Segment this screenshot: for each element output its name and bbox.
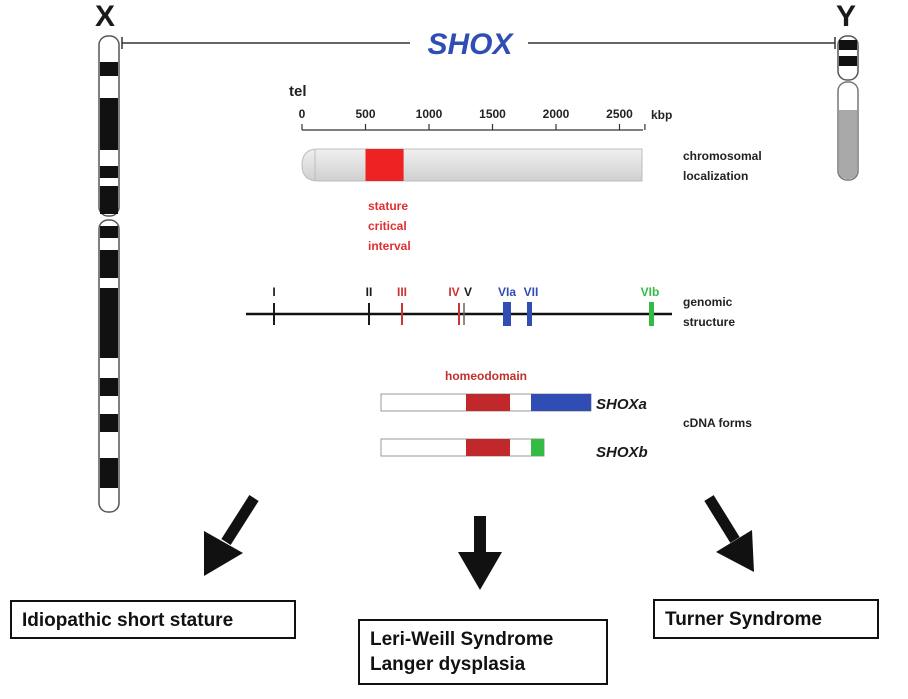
exon-iv: IV [448,285,460,325]
arrow-center [458,516,502,590]
exon-label-ii: II [366,285,373,299]
shoxb-tail [531,439,544,456]
outcome-turner-syndrome: Turner Syndrome [653,599,879,639]
localization-label-2: localization [683,169,748,183]
scale-tick-label-2000: 2000 [543,107,570,121]
genomic-label-2: structure [683,315,735,329]
outcome-center-line1: Leri-Weill Syndrome [370,629,554,650]
exon-v: V [463,285,472,325]
homeodomain-label: homeodomain [445,369,527,383]
x-chromosome-label: X [95,0,115,33]
cdna-forms: homeodomain SHOXa SHOXb cDNA forms [380,369,752,461]
exon-iii: III [397,285,407,325]
exon-label-via: VIa [498,285,516,299]
genomic-label-1: genomic [683,295,733,309]
localization-track: stature critical interval chromosomal lo… [301,148,762,253]
outcome-idiopathic-short-stature: Idiopathic short stature [10,600,296,639]
arrow-left [204,495,259,576]
genomic-structure: I II III IV V VIa VII VIb geno [246,285,735,329]
shoxa-isoform: SHOXa [380,393,647,413]
exon-vib: VIb [641,285,660,326]
shoxb-label: SHOXb [596,444,648,461]
scale-tick-label-1500: 1500 [479,107,506,121]
exon-ii: II [366,285,373,325]
exon-i: I [272,285,276,325]
shoxb-isoform: SHOXb [380,438,648,461]
scale-tick-label-500: 500 [355,107,375,121]
shox-gene-title: SHOX [427,28,514,61]
interval-label-1: stature [368,199,408,213]
exon-label-i: I [272,285,275,299]
stature-critical-interval [365,149,404,181]
shox-span: SHOX [121,28,836,61]
x-chromosome: X [95,0,120,513]
shoxa-homeodomain [466,394,510,411]
scale-tick-label-1000: 1000 [416,107,443,121]
scale-unit-label: kbp [651,108,672,122]
outcome-right-text: Turner Syndrome [665,609,822,630]
cdna-forms-label: cDNA forms [683,416,752,430]
outcome-center-line2: Langer dysplasia [370,654,526,675]
kbp-scale: tel kbp 0 500 1000 1500 2000 2500 [289,83,672,131]
exon-label-v: V [464,285,472,299]
scale-tick-label-2500: 2500 [606,107,633,121]
y-chromosome: Y [836,0,859,181]
y-chromosome-label: Y [836,0,856,33]
scale-tick-label-0: 0 [299,107,306,121]
localization-label-1: chromosomal [683,149,762,163]
outcome-left-text: Idiopathic short stature [22,610,234,631]
shoxb-homeodomain [466,439,510,456]
exon-via: VIa [498,285,516,326]
exon-label-iii: III [397,285,407,299]
shoxa-label: SHOXa [596,396,647,413]
arrow-right [704,495,754,572]
exon-label-iv: IV [448,285,459,299]
exon-label-vii: VII [524,285,539,299]
interval-label-3: interval [368,239,411,253]
shoxa-tail [531,394,591,411]
outcome-leri-weill: Leri-Weill Syndrome Langer dysplasia [358,619,608,685]
exon-vii: VII [524,285,539,326]
tel-label: tel [289,83,307,100]
exon-label-vib: VIb [641,285,660,299]
interval-label-2: critical [368,219,407,233]
